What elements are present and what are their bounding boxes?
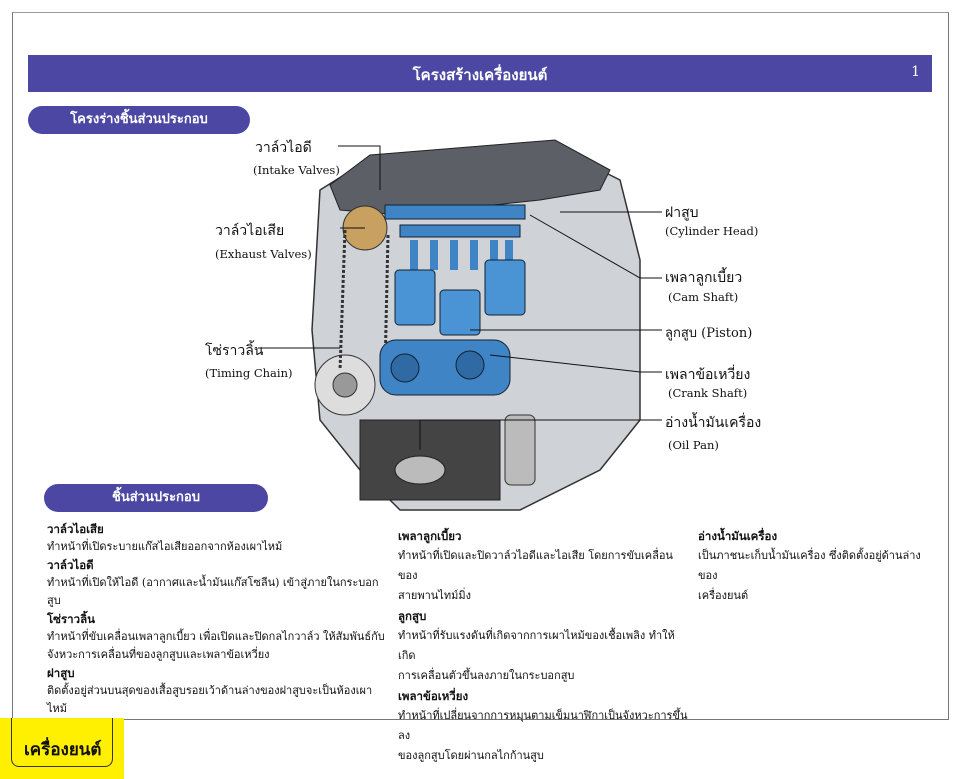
label-cylinder-head-en: (Cylinder Head) (665, 224, 759, 238)
part-desc: ทำหน้าที่รับแรงดันที่เกิดจากการเผาไหม้ขอ… (398, 629, 675, 662)
part-desc: เครื่องยนต์ (698, 589, 749, 602)
label-cam-shaft: เพลาลูกเบี้ยว (665, 270, 743, 286)
leader-lines (258, 145, 662, 450)
page-frame (12, 12, 949, 720)
part-desc: ทำหน้าที่ขับเคลื่อนเพลาลูกเบี้ยว เพื่อเป… (47, 630, 385, 643)
label-oil-pan: อ่างน้ำมันเครื่อง (665, 415, 762, 431)
label-cam-shaft-en: (Cam Shaft) (668, 290, 739, 304)
label-cylinder-head: ฝาสูบ (665, 205, 699, 221)
pistons (394, 259, 526, 336)
chapter-tab-label: เครื่องยนต์ (24, 740, 102, 760)
part-name: เพลาลูกเบี้ยว (398, 529, 462, 543)
chapter-tab: เครื่องยนต์ (0, 718, 124, 779)
label-timing-chain-en: (Timing Chain) (205, 366, 293, 380)
part-desc: สายพานไทม์มิ่ง (398, 589, 471, 602)
part-desc: ทำหน้าที่เปิดและปิดวาล์วไอดีและไอเสีย โด… (398, 549, 673, 582)
label-exhaust-valves-en: (Exhaust Valves) (215, 247, 312, 261)
part-desc: เป็นภาชนะเก็บน้ำมันเครื่อง ซึ่งติดตั้งอย… (698, 549, 921, 582)
part-desc: ทำหน้าที่เปิดระบายแก๊สไอเสียออกจากห้องเผ… (47, 540, 283, 553)
part-name: อ่างน้ำมันเครื่อง (698, 529, 778, 543)
cam-shaft (384, 204, 526, 238)
part-desc: ทำหน้าที่เปิดให้ไอดี (อากาศและน้ำมันแก๊ส… (47, 576, 379, 607)
label-piston: ลูกสูบ (Piston) (665, 326, 753, 341)
chapter-tab-border (11, 718, 113, 767)
label-intake-valves-en: (Intake Valves) (253, 163, 340, 177)
part-desc: ของลูกสูบโดยผ่านกลไกก้านสูบ (398, 749, 544, 762)
label-timing-chain: โซ่ราวลิ้น (205, 343, 264, 359)
label-crank-shaft: เพลาข้อเหวี่ยง (665, 367, 751, 383)
parts-column-2: เพลาลูกเบี้ยว ทำหน้าที่เปิดและปิดวาล์วไอ… (398, 526, 688, 766)
part-desc: ทำหน้าที่เปลี่ยนจากการหมุนตามเข็มนาฬิกาเ… (398, 709, 688, 742)
label-exhaust-valves: วาล์วไอเสีย (215, 223, 285, 239)
crank-shaft (379, 339, 511, 396)
part-name: วาล์วไอดี (47, 558, 94, 572)
page-title: โครงสร้างเครื่องยนต์ (412, 66, 548, 84)
title-bar: โครงสร้างเครื่องยนต์ 1 (28, 55, 932, 92)
page-number: 1 (911, 64, 920, 80)
valves (410, 240, 513, 270)
part-name: วาล์วไอเสีย (47, 522, 104, 536)
part-desc: ติดตั้งอยู่ส่วนบนสุดของเสื้อสูบรอยเว้าด้… (47, 684, 373, 715)
part-desc: การเคลื่อนตัวขึ้นลงภายในกระบอกสูบ (398, 669, 575, 682)
parts-column-1: วาล์วไอเสีย ทำหน้าที่เปิดระบายแก๊สไอเสีย… (47, 520, 392, 718)
part-name: เพลาข้อเหวี่ยง (398, 689, 469, 703)
parts-column-3: อ่างน้ำมันเครื่อง เป็นภาชนะเก็บน้ำมันเคร… (698, 526, 938, 606)
part-name: โซ่ราวลิ้น (47, 612, 95, 626)
section-structure-heading: โครงร่างชิ้นส่วนประกอบ (28, 106, 250, 134)
part-desc: จังหวะการเคลื่อนที่ของลูกสูบและเพลาข้อเห… (47, 648, 270, 661)
label-crank-shaft-en: (Crank Shaft) (668, 386, 748, 400)
part-name: ลูกสูบ (398, 609, 427, 623)
label-intake-valves: วาล์วไอดี (255, 140, 312, 156)
label-oil-pan-en: (Oil Pan) (668, 438, 719, 452)
part-name: ฝาสูบ (47, 666, 75, 680)
section-parts-heading: ชิ้นส่วนประกอบ (44, 484, 268, 512)
